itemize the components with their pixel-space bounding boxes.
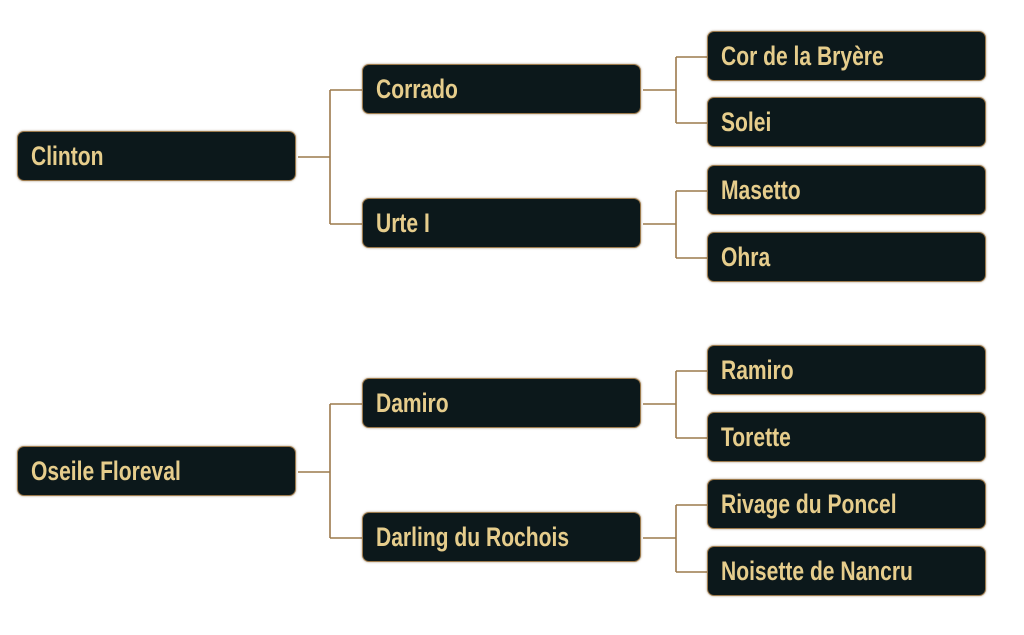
connector [298,89,362,225]
pedigree-sire[interactable]: Corrado [362,64,641,114]
connector [643,504,707,573]
pedigree-dam[interactable]: Urte I [362,198,641,248]
connector [643,190,707,259]
pedigree-granddam[interactable]: Torette [707,412,986,462]
pedigree-subject[interactable]: Clinton [17,131,296,181]
pedigree-dam[interactable]: Darling du Rochois [362,512,641,562]
connector [298,403,362,539]
pedigree-granddam[interactable]: Ohra [707,232,986,282]
pedigree-granddam[interactable]: Solei [707,97,986,147]
connector [643,56,707,124]
connector [643,370,707,439]
pedigree-grandsire[interactable]: Ramiro [707,345,986,395]
pedigree-subject[interactable]: Oseile Floreval [17,446,296,496]
pedigree-sire[interactable]: Damiro [362,378,641,428]
pedigree-grandsire[interactable]: Cor de la Bryère [707,31,986,81]
pedigree-grandsire[interactable]: Masetto [707,165,986,215]
pedigree-granddam[interactable]: Noisette de Nancru [707,546,986,596]
pedigree-grandsire[interactable]: Rivage du Poncel [707,479,986,529]
